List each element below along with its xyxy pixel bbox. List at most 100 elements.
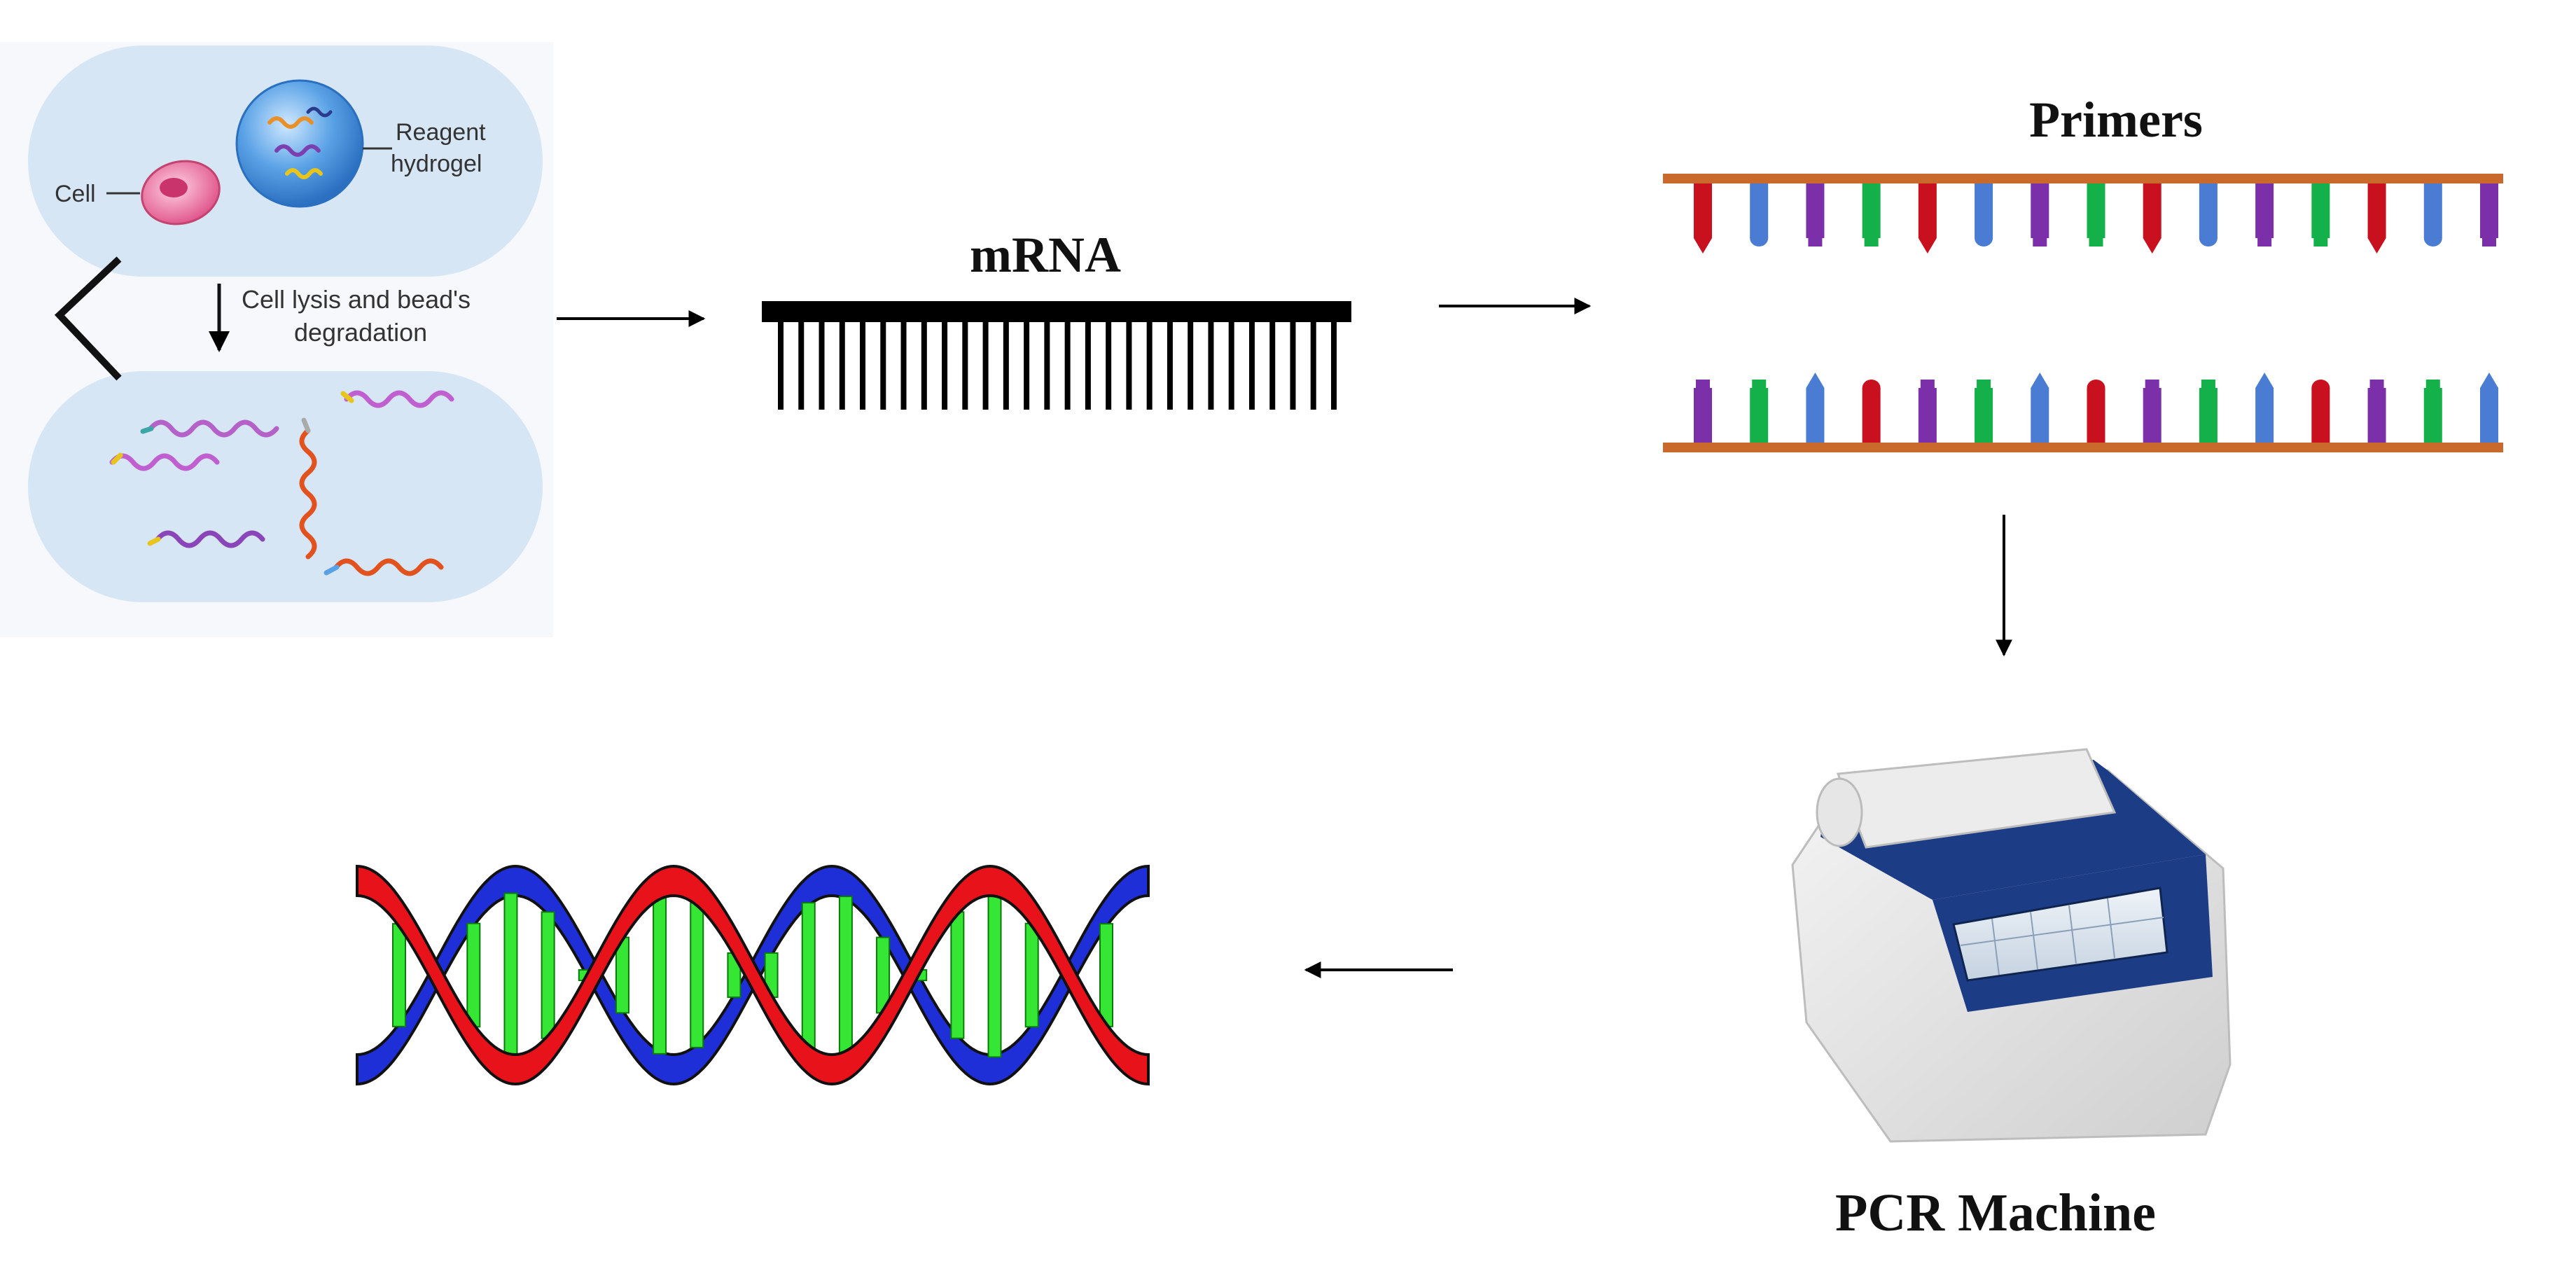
dna-base-pair [950, 911, 965, 1039]
mrna-backbone [762, 301, 1351, 322]
primer-base [2255, 373, 2274, 443]
mrna-tooth [982, 322, 989, 410]
primer-base [1806, 183, 1825, 246]
bead-rna-squiggle [274, 144, 321, 157]
bead-rna-squiggle [285, 168, 323, 179]
dna-base-pair [541, 911, 555, 1039]
mrna-teeth [778, 322, 1337, 410]
released-rna-strand [323, 564, 340, 576]
mrna-tooth [1188, 322, 1194, 410]
primer-base [2199, 380, 2218, 443]
mrna-tooth [880, 322, 886, 410]
released-rna-strand [333, 558, 444, 576]
primers-figure: Primers [1663, 92, 2503, 452]
released-rna-strand [344, 390, 454, 408]
dna-base-pair [987, 892, 1002, 1058]
dna-base-pair [653, 896, 667, 1055]
primer-base [2087, 183, 2105, 246]
primer-base [2311, 380, 2330, 443]
primer-base [1694, 380, 1712, 443]
mrna-tooth [1106, 322, 1112, 410]
mrna-comb: mRNA [762, 227, 1351, 410]
mrna-tooth [942, 322, 948, 410]
mrna-tooth [921, 322, 927, 410]
pcr-touchscreen [1952, 887, 2168, 982]
cell-label: Cell [55, 181, 96, 207]
bead-rna-squiggle [306, 106, 333, 118]
mrna-tooth [962, 322, 968, 410]
mrna-tooth [1085, 322, 1091, 410]
released-rna-strand [301, 417, 311, 433]
primer-base [1806, 373, 1825, 443]
primer-base [1862, 183, 1881, 246]
dna-double-helix [356, 864, 1150, 1086]
mrna-label: mRNA [970, 227, 1121, 283]
primer-base [2367, 183, 2386, 254]
mrna-tooth [819, 322, 825, 410]
dna-base-pair [503, 892, 518, 1058]
reagent-label-line2: hydrogel [391, 151, 482, 177]
mrna-tooth [900, 322, 907, 410]
primer-base [2480, 373, 2498, 443]
mrna-tooth [1290, 322, 1296, 410]
primer-bottom-strand [1663, 443, 2503, 452]
mrna-tooth [778, 322, 784, 410]
dna-base-pair [1024, 922, 1039, 1028]
released-rna-strand [340, 391, 354, 403]
primer-base [2423, 380, 2442, 443]
pcr-lid-knob [1816, 777, 1863, 847]
mrna-tooth [1269, 322, 1276, 410]
pcr-machine [1789, 739, 2283, 1145]
primer-base [2087, 380, 2105, 443]
primer-base [2143, 380, 2161, 443]
primers-label: Primers [2029, 92, 2203, 148]
primer-base [1750, 380, 1769, 443]
dna-base-pair [801, 902, 816, 1048]
mrna-tooth [1248, 322, 1255, 410]
released-rna-strand [148, 419, 279, 438]
primer-base [2031, 183, 2049, 246]
mrna-tooth [1126, 322, 1132, 410]
mrna-tooth [1146, 322, 1153, 410]
dna-base-pair [466, 922, 481, 1028]
reagent-label-line1: Reagent [396, 119, 486, 146]
primer-top-bases [1694, 183, 2498, 254]
chevron-bracket [54, 256, 122, 381]
mrna-tooth [1003, 322, 1009, 410]
lysis-step-text-line1: Cell lysis and bead's [242, 285, 471, 314]
primer-top-strand [1663, 174, 2503, 183]
primer-base [1975, 183, 1993, 246]
bead-rna-squiggle [267, 116, 314, 129]
cell-lysis-panel: Cell Reagent hydrogel Cell lysis and bea… [0, 42, 553, 637]
primer-base [1918, 380, 1937, 443]
primer-base [1694, 183, 1712, 254]
reagent-hydrogel-bead-icon [235, 79, 364, 208]
primer-base [2199, 183, 2218, 246]
primer-bottom-bases [1694, 373, 2498, 443]
primer-base [2311, 183, 2330, 246]
primer-base [2367, 380, 2386, 443]
dna-base-pair [690, 902, 704, 1048]
pcr-screen-grid [1960, 898, 2164, 975]
primer-base [1750, 183, 1769, 246]
mrna-tooth [1208, 322, 1214, 410]
lysis-step-text-line2: degradation [294, 318, 427, 347]
primer-base [2255, 183, 2274, 246]
mrna-tooth [1044, 322, 1050, 410]
released-rna-strand [140, 426, 154, 434]
primer-base [1918, 183, 1937, 254]
mrna-tooth [1228, 322, 1234, 410]
mrna-tooth [860, 322, 866, 410]
mrna-tooth [1064, 322, 1071, 410]
primer-base [1975, 380, 1993, 443]
bottom-capsule [28, 371, 543, 602]
mrna-tooth [1331, 322, 1337, 410]
mrna-tooth [798, 322, 805, 410]
primer-base [2143, 183, 2161, 254]
mrna-tooth [1167, 322, 1173, 410]
dna-base-pair [838, 896, 853, 1055]
released-rna-strand [299, 428, 317, 560]
pcr-label: PCR Machine [1835, 1183, 2156, 1242]
mrna-tooth [1310, 322, 1316, 410]
